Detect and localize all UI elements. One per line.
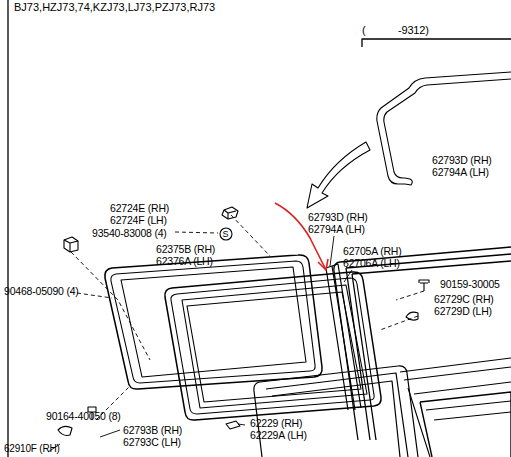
part-number: 90468-05090 (4) [4,285,79,297]
part-number: 62793C (LH) [123,436,181,448]
window-frame [165,272,381,420]
date-range: -9312) [398,24,429,36]
part-number: 62706A (LH) [343,257,400,269]
part-number: 62729D (LH) [434,305,492,317]
standard-part-mark: S [223,228,229,240]
part-number: 62794A (LH) [432,166,489,178]
direction-arrow [307,142,370,208]
part-number: 62793D (RH) [308,211,368,223]
part-number: 62229A (LH) [250,429,307,441]
part-number: 62705A (RH) [343,245,402,257]
part-number: 62724F (LH) [110,214,167,226]
part-number: 62375B (RH) [156,243,215,255]
part-number: 62910F (RH) [4,443,60,455]
part-number: 62793D (RH) [432,154,492,166]
part-number: 62724E (RH) [110,202,169,214]
part-number: 62229 (RH) [250,417,302,429]
part-number: 90164-40050 (8) [46,410,121,422]
quarter-glass [105,255,322,389]
part-number: 93540-83008 (4) [92,227,167,239]
standard-part-mark [220,228,232,240]
leader-lines [70,215,424,420]
date-range: ( [362,24,365,36]
weatherstrip [377,72,511,185]
fasteners [58,207,429,435]
part-number: 62794A (LH) [308,223,365,235]
model-heading: BJ73,HZJ73,74,KZJ73,LJ73,PZJ73,RJ73 [14,1,215,14]
part-number: 62376A (LH) [156,255,213,267]
part-number: 62729C (RH) [434,293,494,305]
diagram-frame [7,0,8,457]
part-number: 62793B (RH) [123,424,182,436]
part-number: 90159-30005 [440,278,500,290]
date-bracket [362,39,511,47]
